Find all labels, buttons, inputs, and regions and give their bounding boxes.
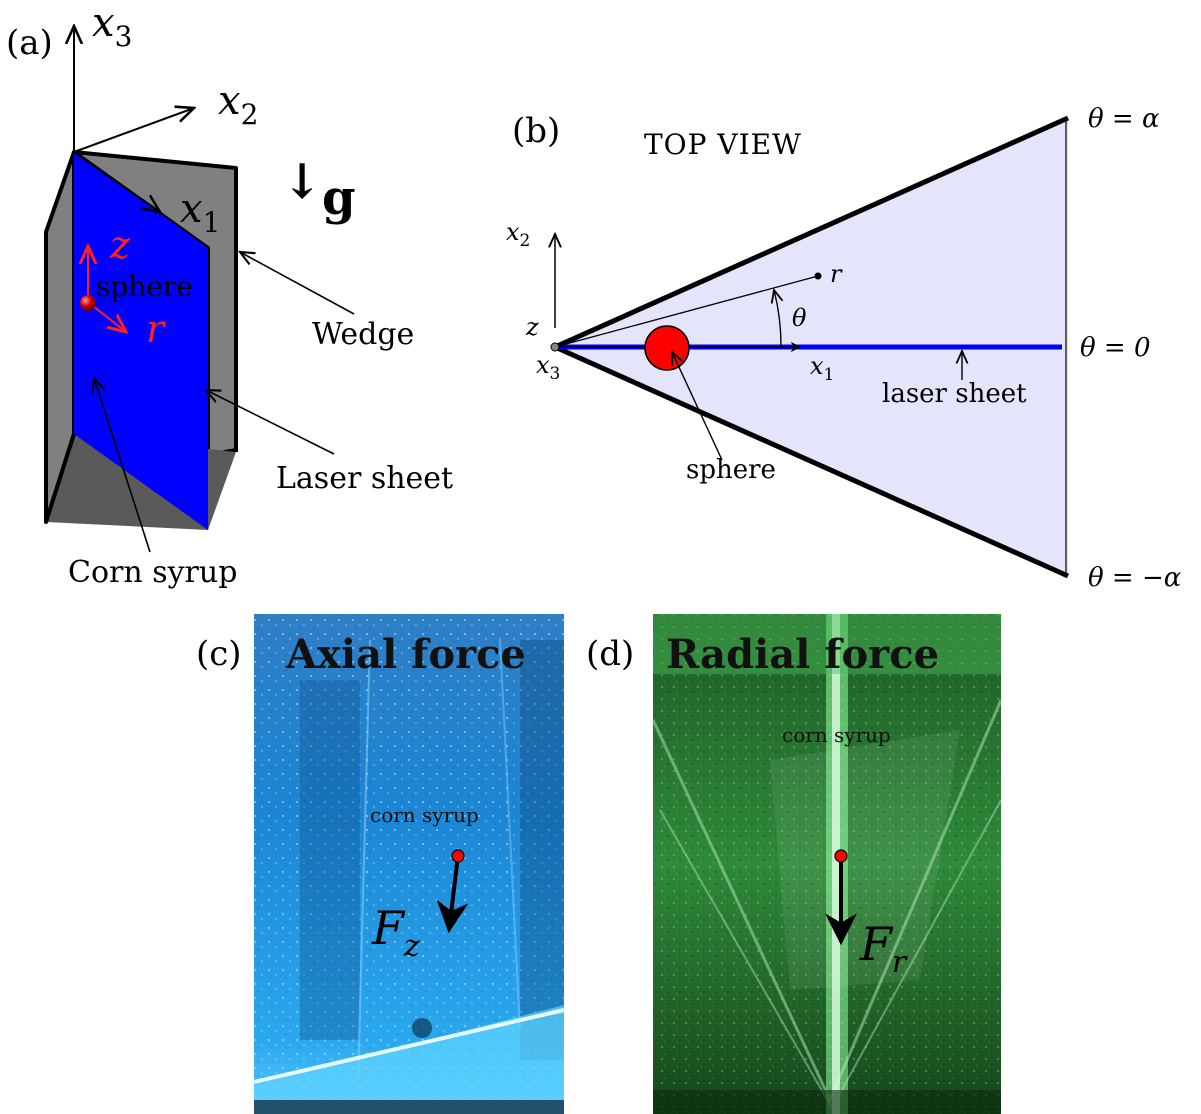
wedge-pointer	[240, 252, 355, 315]
force-r-label: Fr	[859, 917, 908, 980]
axis-x1	[73, 151, 160, 212]
theta-zero-label: θ = 0	[1080, 333, 1151, 363]
axis-x1-top-label: x1	[810, 352, 834, 385]
radial-point	[814, 272, 822, 280]
sphere-c	[451, 849, 465, 863]
gravity-arrow-icon: ↓	[282, 154, 322, 210]
sphere-d	[834, 849, 848, 863]
corn-syrup-c-label: corn syrup	[370, 803, 479, 827]
theta-label: θ	[792, 304, 807, 332]
panel-b: (b) TOP VIEW x2 x1 r θ z x3 sphere laser	[506, 104, 1182, 593]
axis-x2	[73, 108, 194, 153]
panel-b-label: (b)	[512, 111, 560, 151]
corn-syrup-d-label: corn syrup	[782, 723, 891, 747]
panel-c-label: (c)	[196, 634, 242, 674]
axis-x1-label: x1	[180, 186, 220, 239]
sphere-label-a: sphere	[96, 270, 193, 303]
panel-d-label: (d)	[586, 634, 634, 674]
x3-top-label: x3	[536, 351, 560, 384]
gravity-label: g	[322, 170, 356, 226]
laser-pointer	[206, 390, 335, 455]
panel-d: (d) Radial force corn syrup Fr	[586, 614, 1003, 1114]
panel-c: (c) Axial force corn syrup Fz	[196, 614, 565, 1114]
force-z-label: Fz	[371, 901, 420, 964]
r-top-label: r	[830, 260, 843, 288]
top-view-title: TOP VIEW	[644, 128, 802, 161]
r-label: r	[146, 307, 167, 351]
sphere-pointer	[672, 352, 723, 461]
radial-force-title: Radial force	[666, 631, 939, 678]
photo-radial-force	[651, 614, 1003, 1114]
syrup-pointer	[94, 378, 151, 553]
axis-x3-label: x3	[92, 0, 132, 53]
sphere-3d	[80, 295, 96, 311]
axis-x2-top-label: x2	[506, 218, 530, 251]
panel-a-label: (a)	[6, 23, 53, 63]
photo-axial-force	[253, 614, 565, 1114]
sphere-top	[644, 325, 690, 371]
force-z-arrow	[436, 855, 469, 934]
axis-x2-label: x2	[218, 78, 258, 131]
wedge-label: Wedge	[312, 317, 414, 352]
theta-neg-alpha-label: θ = −α	[1088, 563, 1182, 593]
syrup-label: Corn syrup	[68, 555, 237, 590]
panel-a: (a) x3 x2 x1 ↓ g z r sphere Wedge Laser …	[6, 0, 453, 590]
wedge-upper-wall	[553, 115, 1070, 350]
laser-sheet-plane	[74, 152, 208, 530]
wedge-lower-wall	[553, 344, 1070, 579]
theta-alpha-label: θ = α	[1088, 104, 1160, 134]
laser-label: Laser sheet	[276, 461, 453, 496]
sphere-top-label: sphere	[686, 455, 776, 485]
wedge-bottom-edge	[44, 433, 76, 523]
z-top-label: z	[525, 313, 539, 341]
z-label: z	[109, 223, 131, 267]
axial-force-title: Axial force	[285, 631, 526, 678]
origin-point	[550, 342, 560, 352]
theta-arc	[774, 290, 781, 348]
laser-sheet-top-label: laser sheet	[882, 379, 1027, 409]
